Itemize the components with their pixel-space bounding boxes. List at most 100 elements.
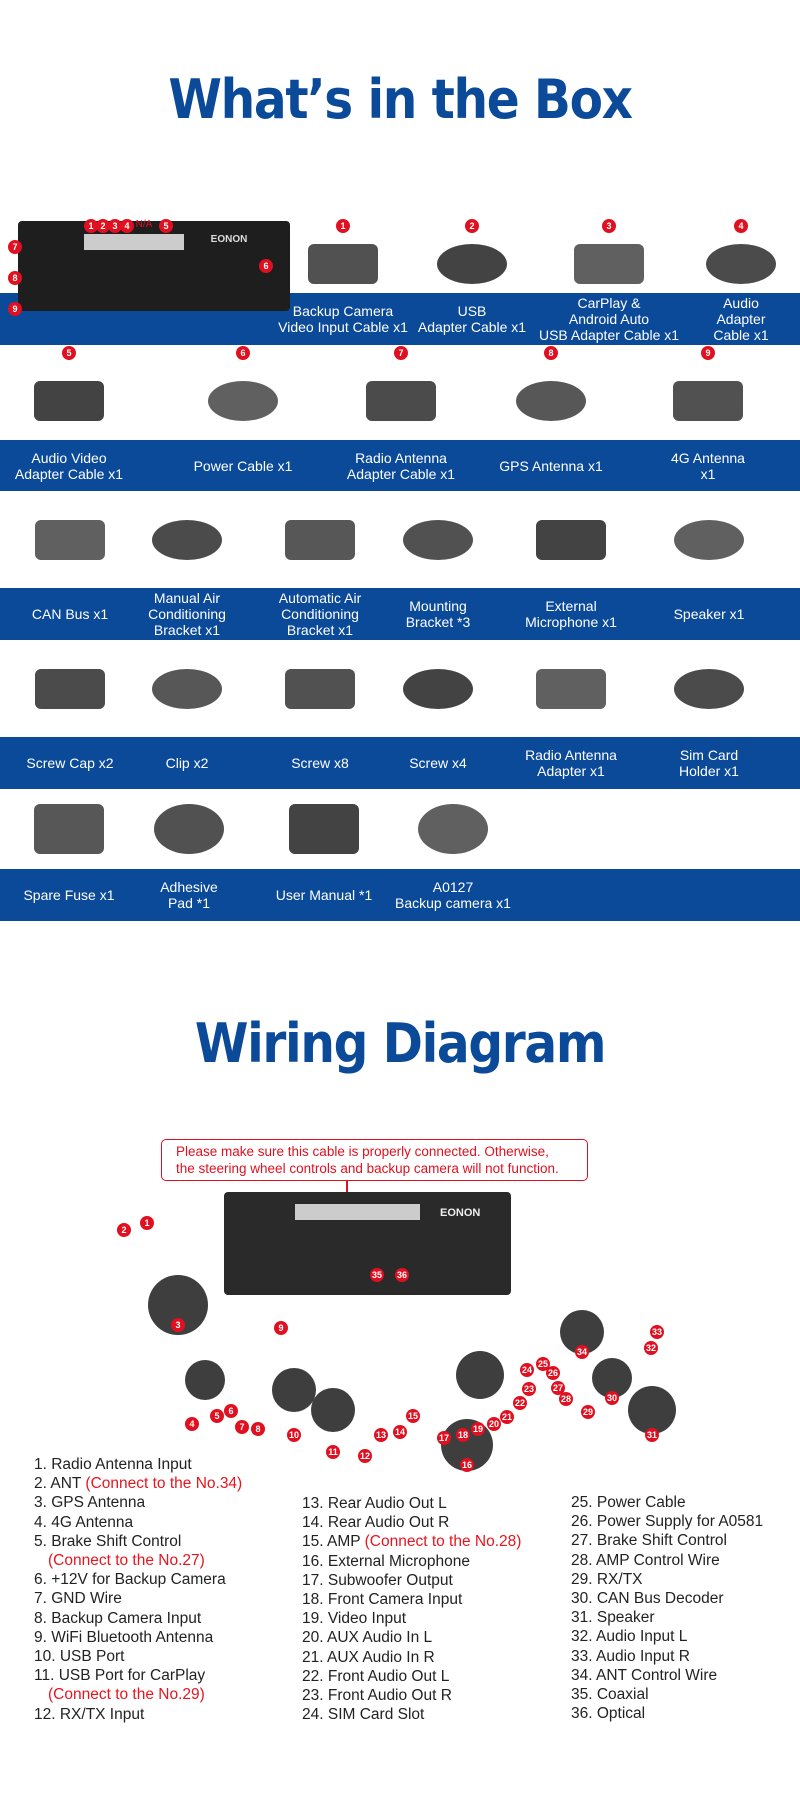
legend-label: 31. Speaker: [571, 1609, 655, 1627]
device-port-badge: 5: [159, 219, 173, 233]
legend-label: 24. SIM Card Slot: [302, 1706, 425, 1724]
legend-connect-note: (Connect to the No.34): [85, 1475, 243, 1493]
legend-item: 4. 4G Antenna: [34, 1513, 242, 1532]
warning-note: Please make sure this cable is properly …: [161, 1139, 588, 1181]
wire-number-badge: 1: [140, 1216, 154, 1230]
item-number-badge: 7: [394, 346, 408, 360]
item-number-badge: 2: [465, 219, 479, 233]
legend-label: 33. Audio Input R: [571, 1647, 690, 1665]
wire-number-badge: 16: [460, 1458, 474, 1472]
item-image: [34, 380, 104, 421]
legend-label: 20. AUX Audio In L: [302, 1629, 433, 1647]
legend-label: 28. AMP Control Wire: [571, 1551, 720, 1569]
legend-label: 35. Coaxial: [571, 1686, 649, 1704]
legend-item: 13. Rear Audio Out L: [302, 1494, 521, 1513]
legend-item: 11. USB Port for CarPlay: [34, 1666, 242, 1685]
legend-label: 32. Audio Input L: [571, 1628, 688, 1646]
item-image: [35, 668, 105, 709]
connector-block: [84, 234, 184, 250]
legend-label: 34. ANT Control Wire: [571, 1666, 718, 1684]
legend-label: 21. AUX Audio In R: [302, 1648, 435, 1666]
item-label: Spare Fuse x1: [23, 887, 115, 903]
wire-number-badge: 26: [546, 1366, 560, 1380]
item-label: Screw x4: [409, 755, 467, 771]
legend-label: 10. USB Port: [34, 1648, 125, 1666]
item-label: User Manual *1: [275, 887, 373, 903]
item-label: Backup Camera Video Input Cable x1: [278, 303, 408, 335]
wire-number-badge: 2: [117, 1223, 131, 1237]
item-label: Sim Card Holder x1: [679, 747, 739, 779]
wire-number-badge: 32: [644, 1341, 658, 1355]
legend-item: 21. AUX Audio In R: [302, 1648, 521, 1667]
wire-number-badge: 27: [551, 1381, 565, 1395]
legend-label: 26. Power Supply for A0581: [571, 1513, 764, 1531]
item-image: [285, 668, 355, 709]
wire-number-badge: 34: [575, 1345, 589, 1359]
legend-item: 36. Optical: [571, 1704, 763, 1723]
legend-item: (Connect to the No.29): [34, 1685, 242, 1704]
item-label: Speaker x1: [673, 606, 745, 622]
wire-number-badge: 5: [210, 1409, 224, 1423]
legend-item: 3. GPS Antenna: [34, 1493, 242, 1512]
legend-label: 15. AMP: [302, 1533, 365, 1551]
item-number-badge: 6: [236, 346, 250, 360]
item-image: [536, 519, 606, 560]
legend-label: 36. Optical: [571, 1705, 646, 1723]
item-label: Screw Cap x2: [26, 755, 114, 771]
item-label: 4G Antenna x1: [671, 449, 745, 482]
wire-number-badge: 4: [185, 1417, 199, 1431]
item-image: [674, 668, 744, 709]
wire-number-badge: 7: [235, 1420, 249, 1434]
legend-label: 5. Brake Shift Control: [34, 1532, 182, 1550]
legend-label: 7. GND Wire: [34, 1590, 122, 1608]
wire-number-badge: 17: [437, 1431, 451, 1445]
legend-item: (Connect to the No.27): [34, 1551, 242, 1570]
cable-component: [628, 1386, 676, 1434]
cable-component: [311, 1388, 355, 1432]
item-image: [674, 519, 744, 560]
legend-label: 25. Power Cable: [571, 1494, 686, 1511]
legend-connect-note: (Connect to the No.27): [48, 1552, 205, 1570]
wire-number-badge: 22: [513, 1396, 527, 1410]
brand-logo: EONON: [210, 234, 248, 245]
item-image: [403, 668, 473, 709]
item-label-band: [0, 737, 800, 789]
brand-logo: EONON: [440, 1207, 481, 1219]
legend-item: 15. AMP (Connect to the No.28): [302, 1532, 521, 1551]
wire-number-badge: 24: [520, 1363, 534, 1377]
legend-label: 12. RX/TX Input: [34, 1705, 145, 1723]
legend-label: 22. Front Audio Out L: [302, 1667, 450, 1685]
wire-number-badge: 25: [536, 1357, 550, 1371]
item-label: External Microphone x1: [525, 598, 617, 630]
item-label: Radio Antenna Adapter x1: [525, 747, 617, 779]
legend-label: 1. Radio Antenna Input: [34, 1456, 192, 1473]
legend-item: 24. SIM Card Slot: [302, 1705, 521, 1724]
legend-item: 31. Speaker: [571, 1608, 763, 1627]
wire-number-badge: 8: [251, 1422, 265, 1436]
legend-label: 6. +12V for Backup Camera: [34, 1571, 226, 1589]
legend-item: 18. Front Camera Input: [302, 1590, 521, 1609]
item-number-badge: 1: [336, 219, 350, 233]
item-image: [34, 804, 104, 854]
item-label: GPS Antenna x1: [499, 457, 603, 474]
legend-label: 19. Video Input: [302, 1610, 406, 1628]
wire-number-badge: 19: [471, 1422, 485, 1436]
item-label-band: [0, 869, 800, 921]
wire-number-badge: 15: [406, 1409, 420, 1423]
device-port-badge: 2: [96, 219, 110, 233]
item-image: [285, 519, 355, 560]
legend-item: 28. AMP Control Wire: [571, 1551, 763, 1570]
wire-number-badge: 13: [374, 1428, 388, 1442]
legend-item: 33. Audio Input R: [571, 1647, 763, 1666]
legend-item: 20. AUX Audio In L: [302, 1628, 521, 1647]
legend-item: 27. Brake Shift Control: [571, 1531, 763, 1550]
item-number-badge: 5: [62, 346, 76, 360]
item-image: [574, 243, 644, 284]
warning-text: Please make sure this cable is properly …: [176, 1144, 559, 1176]
item-image: [289, 804, 359, 854]
legend-label: 4. 4G Antenna: [34, 1513, 134, 1531]
legend-item: 30. CAN Bus Decoder: [571, 1589, 763, 1608]
note-pointer: [346, 1181, 348, 1193]
